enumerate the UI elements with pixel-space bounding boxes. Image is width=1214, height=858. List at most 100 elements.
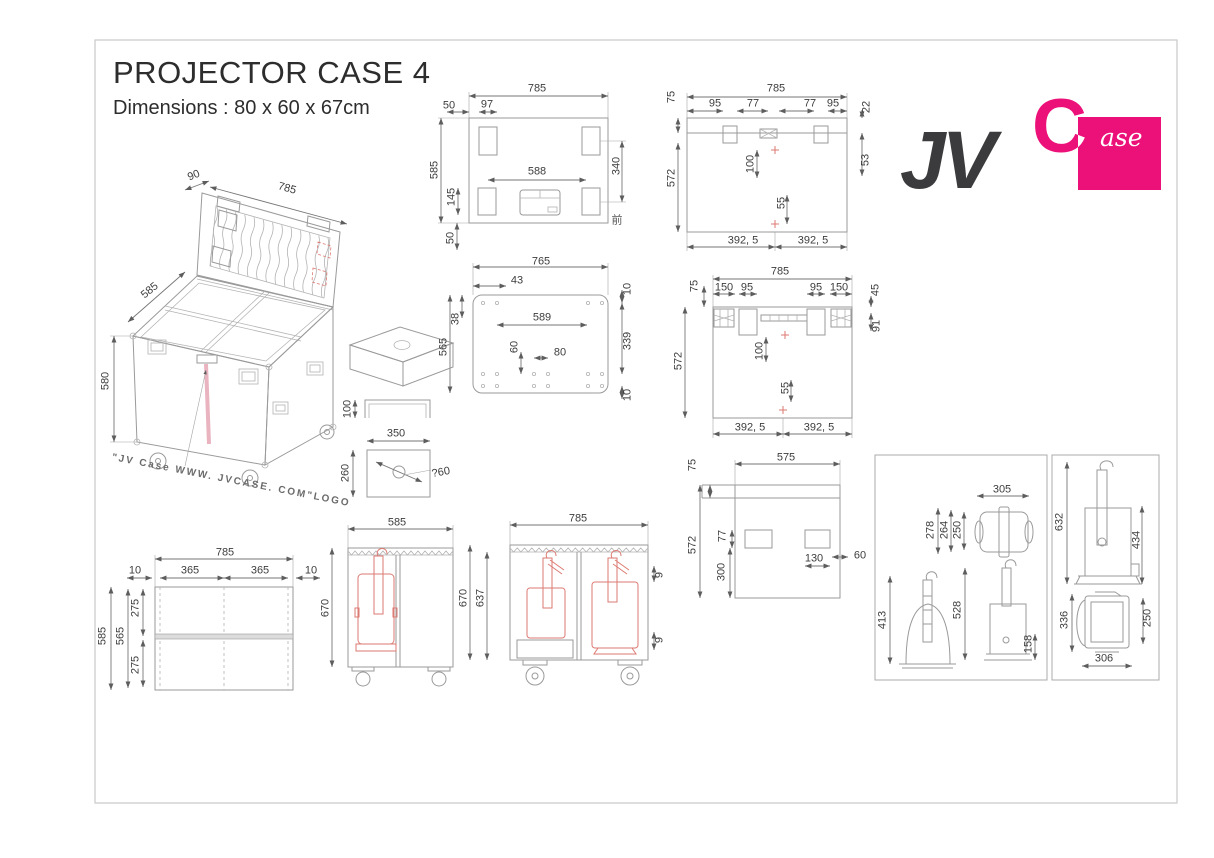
iso-casters <box>149 424 335 487</box>
dim-label: 10 <box>304 564 318 577</box>
dim-label: 130 <box>804 552 824 565</box>
dim-label: 392, 5 <box>803 421 835 434</box>
page-subtitle: Dimensions : 80 x 60 x 67cm <box>113 97 370 119</box>
dim-label: 785 <box>568 512 588 525</box>
dim-label: 260 <box>339 463 352 483</box>
dim-label: 50 <box>444 231 457 245</box>
dim-label: 632 <box>1053 512 1066 532</box>
dim-label: 100 <box>744 154 757 174</box>
dim-label: 158 <box>1022 634 1035 654</box>
dim-label: 340 <box>610 156 623 176</box>
dim-label: 75 <box>665 90 678 104</box>
dim-label: 95 <box>826 97 840 110</box>
dim-label: 365 <box>180 564 200 577</box>
dim-label: 10 <box>621 388 634 402</box>
dim-label: 10 <box>128 564 142 577</box>
projector-hang-side-detail <box>1074 460 1142 585</box>
dim-label: 589 <box>532 311 552 324</box>
dim-label: 588 <box>527 165 547 178</box>
hook-fixture-detail-2 <box>984 559 1032 661</box>
iso-case <box>110 180 348 487</box>
detail-panel-a <box>874 454 1048 681</box>
dim-label: 580 <box>99 371 112 391</box>
dim-label: 785 <box>215 546 235 559</box>
dim-label: 250 <box>1141 608 1154 628</box>
dim-label: 670 <box>319 598 332 618</box>
dim-label: 9 <box>653 571 666 579</box>
view-label-front: 前 <box>611 214 623 227</box>
logo-c-knockout: C <box>1032 84 1087 169</box>
dim-label: 350 <box>386 427 406 440</box>
dim-label: 585 <box>96 626 109 646</box>
projector-top-detail <box>974 506 1034 558</box>
dim-label: 100 <box>341 399 354 419</box>
hook-fixture-detail <box>899 571 956 669</box>
dim-label: 77 <box>746 97 760 110</box>
dim-label: 100 <box>753 341 766 361</box>
dim-label: 55 <box>775 196 788 210</box>
dim-label: 434 <box>1130 530 1143 550</box>
view-front-section <box>467 521 657 686</box>
dim-label: 91 <box>870 319 883 333</box>
dim-label: 413 <box>876 610 889 630</box>
dim-label: 55 <box>779 381 792 395</box>
dim-label: 150 <box>714 281 734 294</box>
logo-pink-square <box>1078 117 1161 190</box>
logo-jv-text: JV <box>900 115 1003 206</box>
dim-label: 275 <box>129 598 142 618</box>
dim-label: 53 <box>859 153 872 167</box>
page-title: PROJECTOR CASE 4 <box>113 55 431 90</box>
dim-label: 77 <box>803 97 817 110</box>
dim-label: 765 <box>531 255 551 268</box>
view-side-section <box>329 525 454 687</box>
dim-label: 45 <box>869 283 882 297</box>
projector-outline-side <box>354 548 398 652</box>
iso-corner-caps <box>129 332 337 469</box>
dim-label: 585 <box>428 160 441 180</box>
dim-label: 785 <box>770 265 790 278</box>
dim-label: 145 <box>445 187 458 207</box>
view-lid-top <box>675 93 865 251</box>
logo-c-text: C <box>1032 84 1087 169</box>
view-side-panel <box>697 460 848 599</box>
dim-label: 95 <box>708 97 722 110</box>
dim-label: 50 <box>442 99 456 112</box>
dim-label: 95 <box>809 281 823 294</box>
dim-label: 95 <box>740 281 754 294</box>
dim-label: 10 <box>621 282 634 296</box>
logo-ase-text: ase <box>1100 123 1143 152</box>
dim-label: 785 <box>766 82 786 95</box>
projector-right-front <box>591 550 639 655</box>
dim-label: 77 <box>716 529 729 543</box>
dim-label: 572 <box>665 168 678 188</box>
dim-label: 565 <box>437 337 450 357</box>
dim-label: 43 <box>510 274 524 287</box>
dim-label: 264 <box>938 520 951 540</box>
plate-holes <box>480 300 605 388</box>
dim-label: 575 <box>776 451 796 464</box>
jvcase-logo: JV C C ase <box>900 84 1161 206</box>
dim-label: 278 <box>924 520 937 540</box>
dim-label: 305 <box>992 483 1012 496</box>
dim-label: 300 <box>715 562 728 582</box>
dim-label: 585 <box>387 516 407 529</box>
dim-label: 275 <box>129 655 142 675</box>
detail-panel-b <box>1051 454 1160 681</box>
dim-label: 306 <box>1094 652 1114 665</box>
dim-label: 22 <box>860 100 873 114</box>
dim-label: 392, 5 <box>734 421 766 434</box>
dim-label: 392, 5 <box>727 234 759 247</box>
dim-label: 785 <box>527 82 547 95</box>
dim-label: 572 <box>686 535 699 555</box>
dim-label: 528 <box>951 600 964 620</box>
dim-label: 75 <box>688 279 701 293</box>
dim-label: 336 <box>1058 610 1071 630</box>
dim-label: 60 <box>853 549 867 562</box>
dim-label: 80 <box>553 346 567 359</box>
casters-front <box>522 659 643 686</box>
projector-hang-front-detail <box>1076 591 1130 653</box>
dim-label: 60 <box>508 340 521 354</box>
dim-label: 75 <box>686 458 699 472</box>
casters-side <box>351 666 451 687</box>
